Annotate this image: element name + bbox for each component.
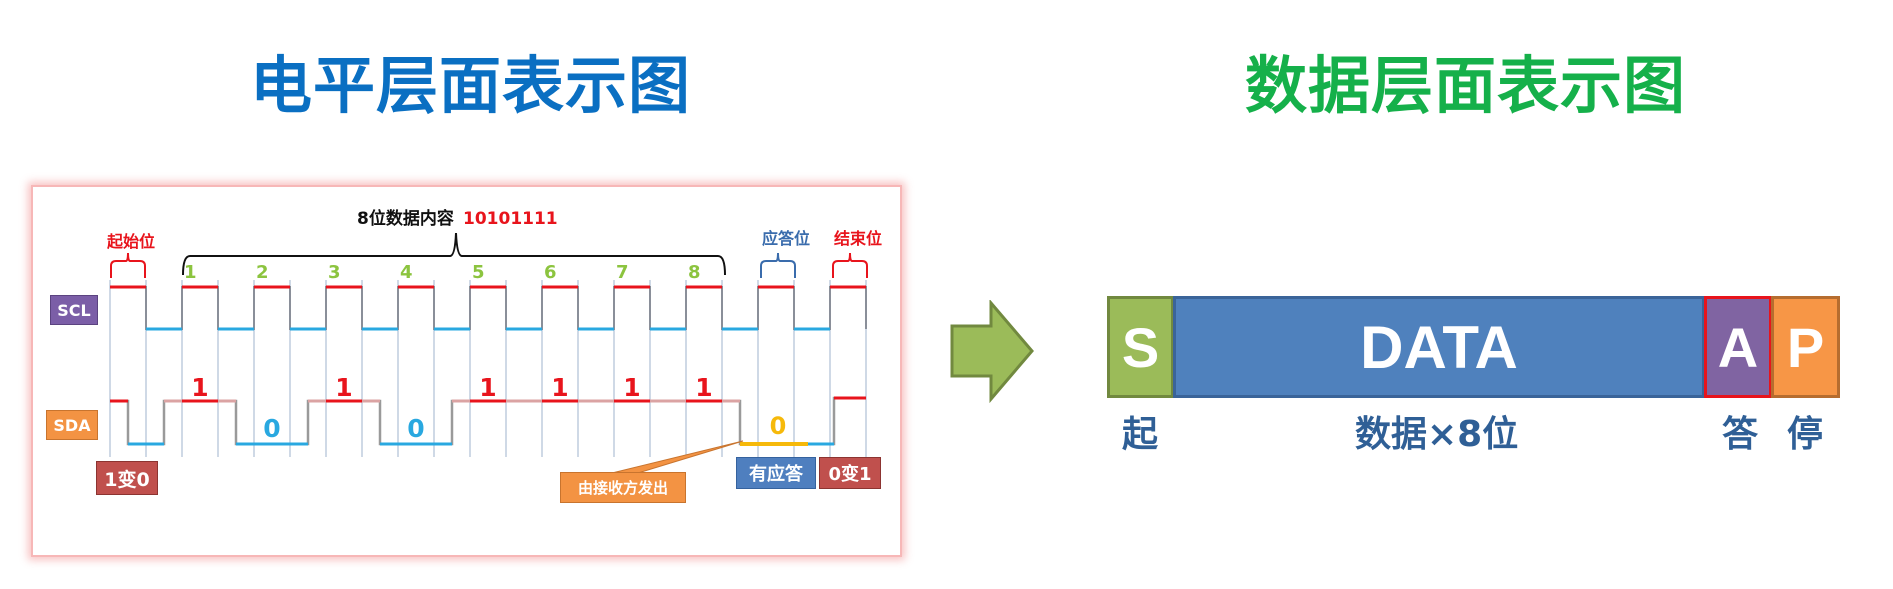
scl-edges bbox=[110, 286, 867, 330]
start-bit-bracket bbox=[110, 252, 146, 278]
bit-number: 1 bbox=[184, 262, 197, 283]
ack-caption: 答 bbox=[1722, 414, 1759, 455]
data-content-value: 10101111 bbox=[463, 209, 558, 229]
stop-bit-label: 结束位 bbox=[833, 229, 882, 248]
start-transition-badge: 1变0 bbox=[96, 461, 158, 495]
bit-number: 3 bbox=[328, 262, 341, 283]
bit-value: 1 bbox=[335, 373, 352, 402]
sda-signal-badge: SDA bbox=[46, 410, 98, 440]
stop-bit-bracket bbox=[832, 252, 868, 278]
stop-segment: P bbox=[1771, 296, 1840, 398]
data-segment: DATA bbox=[1173, 296, 1705, 398]
bit-value: 1 bbox=[479, 373, 496, 402]
data-caption: 数据×8位 bbox=[1355, 414, 1519, 455]
sda-edges bbox=[110, 396, 866, 446]
start-segment: S bbox=[1107, 296, 1174, 398]
scl-signal-badge: SCL bbox=[50, 295, 98, 325]
ack-bit-bracket bbox=[760, 252, 796, 278]
bit-value: 1 bbox=[191, 373, 208, 402]
data-diagram-title: 数据层面表示图 bbox=[1245, 49, 1687, 122]
timing-grid-lines bbox=[109, 280, 867, 457]
start-bit-label: 起始位 bbox=[106, 232, 155, 251]
sda-waveform bbox=[110, 396, 866, 446]
bit-number: 6 bbox=[544, 262, 557, 283]
scl-waveform bbox=[110, 285, 867, 331]
data-content-label: 8位数据内容 bbox=[357, 208, 454, 229]
ack-badge: 有应答 bbox=[736, 457, 816, 489]
level-diagram-title: 电平层面表示图 bbox=[250, 49, 692, 122]
ack-value: 0 bbox=[770, 412, 787, 440]
stop-caption: 停 bbox=[1787, 414, 1824, 455]
ack-bit-label: 应答位 bbox=[762, 229, 810, 248]
bit-value: 0 bbox=[263, 414, 280, 443]
bit-number: 8 bbox=[688, 262, 701, 283]
bit-number: 5 bbox=[472, 262, 485, 283]
bit-number: 2 bbox=[256, 262, 269, 283]
start-caption: 起 bbox=[1122, 414, 1159, 455]
bit-number: 4 bbox=[400, 262, 413, 283]
stop-transition-badge: 0变1 bbox=[819, 457, 881, 489]
right-arrow-icon bbox=[950, 300, 1034, 404]
bit-value: 1 bbox=[695, 373, 712, 402]
data-bits-brace bbox=[182, 232, 726, 276]
callout-pointer bbox=[611, 440, 744, 474]
bit-value: 1 bbox=[551, 373, 568, 402]
bit-number: 7 bbox=[616, 262, 629, 283]
bit-value: 1 bbox=[623, 373, 640, 402]
ack-segment: A bbox=[1704, 296, 1772, 398]
timing-diagram-panel bbox=[33, 187, 900, 555]
receiver-callout: 由接收方发出 bbox=[560, 472, 686, 503]
bit-value: 0 bbox=[407, 414, 424, 443]
